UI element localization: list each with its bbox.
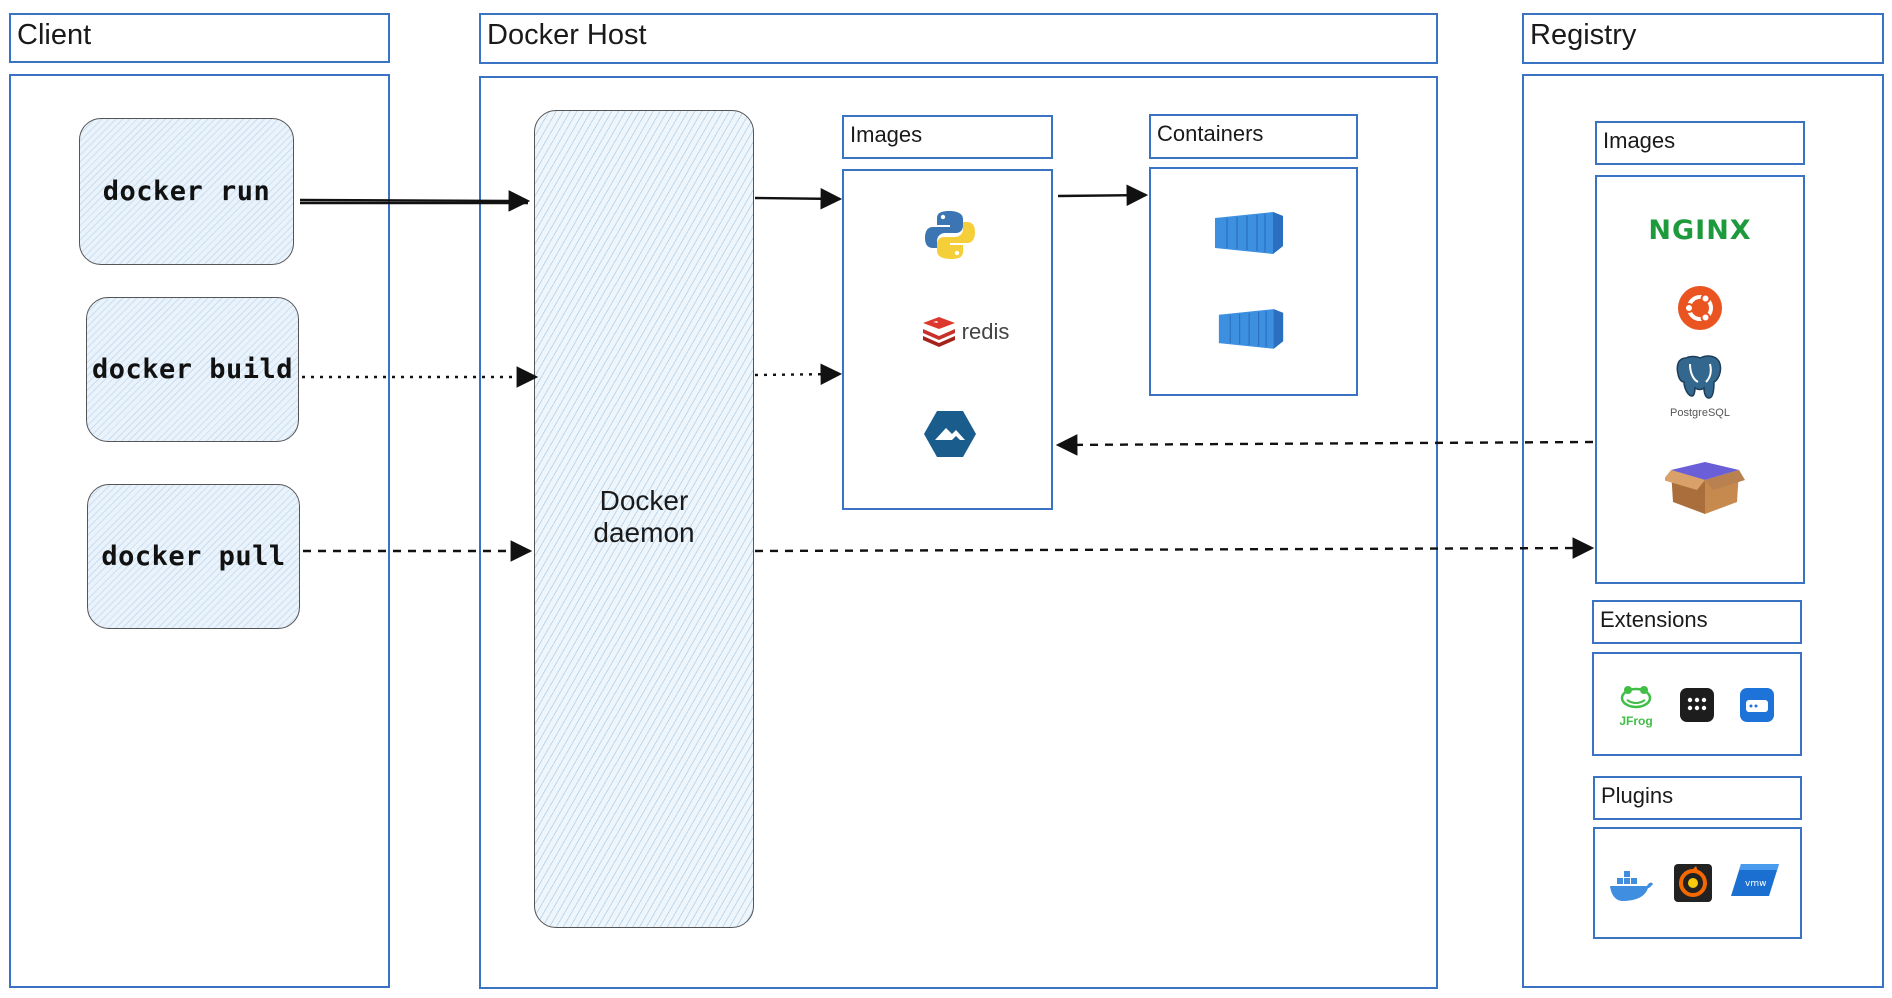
python-icon bbox=[920, 206, 980, 264]
plugins-title: Plugins bbox=[1593, 776, 1802, 820]
container-icon bbox=[1215, 303, 1287, 353]
docker-daemon[interactable] bbox=[534, 110, 754, 928]
docker-whale-icon[interactable] bbox=[1608, 862, 1654, 908]
docker-daemon-label: Docker daemon bbox=[534, 485, 754, 549]
postgresql-label: PostgreSQL bbox=[1670, 407, 1730, 419]
extensions-title: Extensions bbox=[1592, 600, 1802, 644]
box-icon bbox=[1664, 454, 1746, 518]
docker-run-command[interactable]: docker run bbox=[79, 118, 294, 265]
grid-app-icon[interactable] bbox=[1678, 686, 1716, 724]
vmware-label: vmw bbox=[1745, 879, 1766, 889]
registry-images-title: Images bbox=[1595, 121, 1805, 165]
redis-label: redis bbox=[961, 319, 1010, 344]
daemon-label-line2: daemon bbox=[593, 517, 695, 549]
vmware-icon[interactable]: vmw bbox=[1730, 858, 1780, 902]
jfrog-label: JFrog bbox=[1619, 714, 1653, 728]
redis-icon: redis bbox=[905, 312, 1025, 352]
ubuntu-icon bbox=[1673, 281, 1727, 335]
container-icon bbox=[1211, 206, 1287, 258]
alpine-icon bbox=[922, 407, 978, 461]
postgresql-icon: PostgreSQL bbox=[1660, 352, 1740, 422]
grafana-icon[interactable] bbox=[1672, 862, 1714, 904]
registry-title: Registry bbox=[1522, 13, 1884, 64]
daemon-label-line1: Docker bbox=[599, 485, 689, 516]
docker-pull-command[interactable]: docker pull bbox=[87, 484, 300, 629]
disk-icon[interactable] bbox=[1738, 686, 1776, 724]
client-title: Client bbox=[9, 13, 390, 63]
containers-panel bbox=[1149, 167, 1358, 396]
docker-build-command[interactable]: docker build bbox=[86, 297, 299, 442]
host-images-title: Images bbox=[842, 115, 1053, 159]
nginx-icon: NGINX bbox=[1630, 210, 1770, 250]
docker-host-title: Docker Host bbox=[479, 13, 1438, 64]
containers-title: Containers bbox=[1149, 114, 1358, 159]
jfrog-icon[interactable]: JFrog bbox=[1612, 684, 1660, 730]
nginx-label: NGINX bbox=[1648, 214, 1752, 246]
